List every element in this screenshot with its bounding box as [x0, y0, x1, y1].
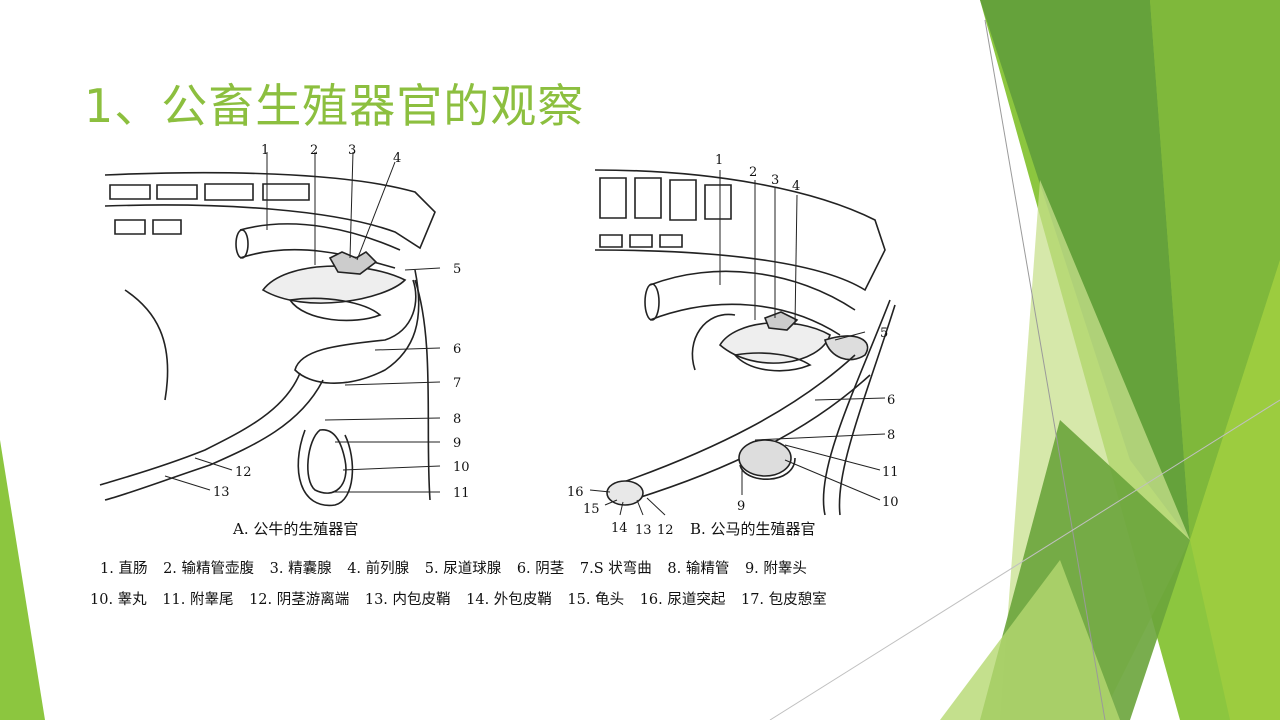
bull-label-6: 6 [453, 342, 461, 357]
horse-label-15: 15 [583, 502, 600, 517]
legend-item: 2. 输精管壶腹 [163, 561, 255, 577]
legend-item: 4. 前列腺 [347, 561, 410, 577]
legend-item: 15. 龟头 [567, 592, 625, 608]
legend-row-1: 1. 直肠 2. 输精管壶腹 3. 精囊腺 4. 前列腺 5. 尿道球腺 6. … [100, 557, 818, 578]
bull-label-1: 1 [261, 143, 269, 158]
legend-item: 10. 睾丸 [90, 592, 147, 608]
legend-item: 5. 尿道球腺 [424, 561, 502, 577]
horse-label-16: 16 [567, 485, 584, 500]
bull-label-5: 5 [453, 262, 461, 277]
horse-label-1: 1 [715, 153, 723, 168]
legend-item: 8. 输精管 [667, 561, 730, 577]
horse-label-10: 10 [882, 495, 899, 510]
bull-label-11: 11 [453, 486, 470, 501]
legend-item: 9. 附睾头 [744, 561, 807, 577]
bull-label-13: 13 [213, 485, 230, 500]
bull-diagram [99, 171, 436, 507]
horse-label-11: 11 [882, 465, 899, 480]
horse-label-14: 14 [611, 521, 628, 536]
anatomy-figure: 1 2 3 4 5 6 7 8 9 10 11 12 13 1 2 3 4 5 … [99, 143, 899, 538]
horse-leader-lines [589, 170, 886, 516]
horse-label-13: 13 [635, 523, 652, 538]
bull-label-12: 12 [235, 465, 252, 480]
legend-item: 14. 外包皮鞘 [466, 592, 552, 608]
legend-item: 6. 阴茎 [516, 561, 565, 577]
horse-caption: B. 公马的生殖器官 [690, 520, 816, 538]
horse-diagram [594, 169, 896, 516]
horse-label-3: 3 [771, 173, 779, 188]
horse-label-9: 9 [737, 499, 745, 514]
slide-title: 1、公畜生殖器官的观察 [84, 79, 585, 133]
legend-item: 11. 附睾尾 [162, 592, 234, 608]
legend-item: 1. 直肠 [100, 561, 148, 577]
legend-item: 17. 包皮憩室 [740, 592, 827, 608]
legend-item: 13. 内包皮鞘 [364, 592, 451, 608]
bull-label-9: 9 [453, 436, 461, 451]
horse-label-12: 12 [657, 523, 674, 538]
bull-label-2: 2 [310, 143, 318, 158]
horse-label-6: 6 [887, 393, 895, 408]
horse-number-labels: 1 2 3 4 5 6 8 11 10 9 16 15 14 13 12 [567, 153, 899, 538]
bull-label-4: 4 [393, 151, 401, 166]
horse-label-4: 4 [792, 179, 800, 194]
horse-label-5: 5 [880, 326, 888, 341]
legend-item: 12. 阴茎游离端 [249, 592, 350, 608]
legend-row-2: 10. 睾丸 11. 附睾尾 12. 阴茎游离端 13. 内包皮鞘 14. 外包… [90, 588, 838, 609]
bull-label-8: 8 [453, 412, 461, 427]
bull-number-labels: 1 2 3 4 5 6 7 8 9 10 11 12 13 [213, 143, 470, 501]
bull-label-3: 3 [348, 143, 356, 158]
bull-caption: A. 公牛的生殖器官 [232, 520, 358, 538]
bull-label-10: 10 [453, 460, 470, 475]
bull-label-7: 7 [453, 376, 461, 391]
legend-item: 7.S 状弯曲 [579, 561, 652, 577]
bull-leader-lines [164, 151, 441, 493]
horse-label-2: 2 [749, 165, 757, 180]
horse-label-8: 8 [887, 428, 895, 443]
legend-item: 3. 精囊腺 [269, 561, 332, 577]
legend-item: 16. 尿道突起 [639, 592, 726, 608]
